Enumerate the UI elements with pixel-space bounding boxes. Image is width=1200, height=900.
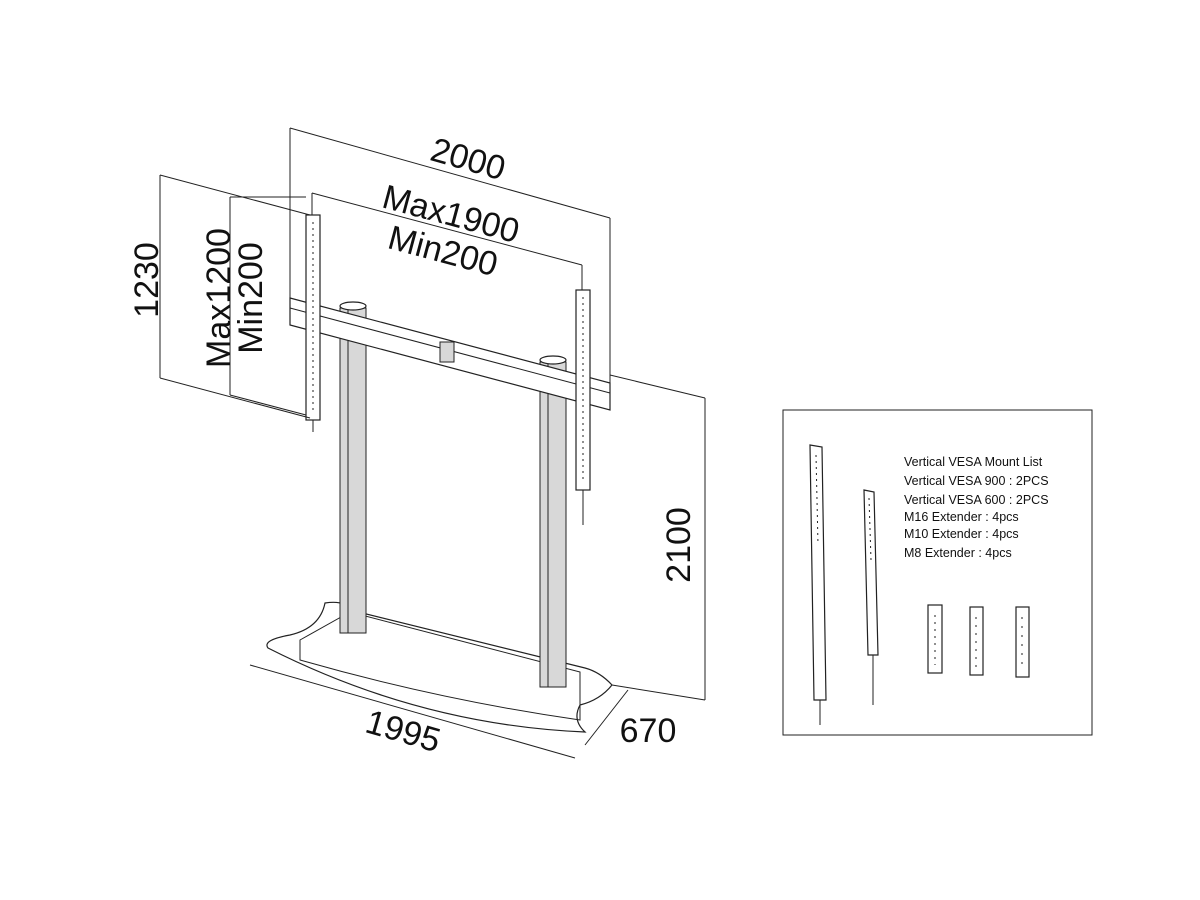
mount-list-item: M16 Extender : 4pcs (904, 510, 1019, 524)
vesa-600-rail (863, 489, 879, 705)
base-plate (266, 601, 613, 733)
mount-list-title: Vertical VESA Mount List (904, 455, 1043, 469)
dim-rail-height: 1230 (128, 242, 166, 318)
vesa-rail-left (305, 214, 321, 432)
dim-vesa-max-height: Max1200 (200, 228, 238, 368)
extender-m10 (969, 606, 984, 676)
mount-list-item: M8 Extender : 4pcs (904, 546, 1012, 560)
extender-m8 (1015, 606, 1030, 678)
column-left (339, 301, 367, 634)
dim-vesa-min-height: Min200 (232, 242, 270, 354)
vesa-rail-right (575, 289, 591, 525)
mount-list-item: Vertical VESA 600 : 2PCS (904, 493, 1049, 507)
mount-list-item: Vertical VESA 900 : 2PCS (904, 474, 1049, 488)
dimension-lines (159, 127, 706, 759)
dim-overall-width: 2000 (426, 131, 509, 188)
dim-total-height: 2100 (660, 507, 698, 583)
column-right (539, 355, 567, 688)
vesa-900-rail (809, 444, 827, 725)
dim-base-width: 1995 (361, 703, 444, 760)
mount-list-item: M10 Extender : 4pcs (904, 527, 1019, 541)
extender-m16 (927, 604, 943, 674)
dim-base-depth: 670 (620, 712, 677, 750)
mount-list-panel (782, 409, 1093, 736)
crossbar (289, 297, 611, 411)
